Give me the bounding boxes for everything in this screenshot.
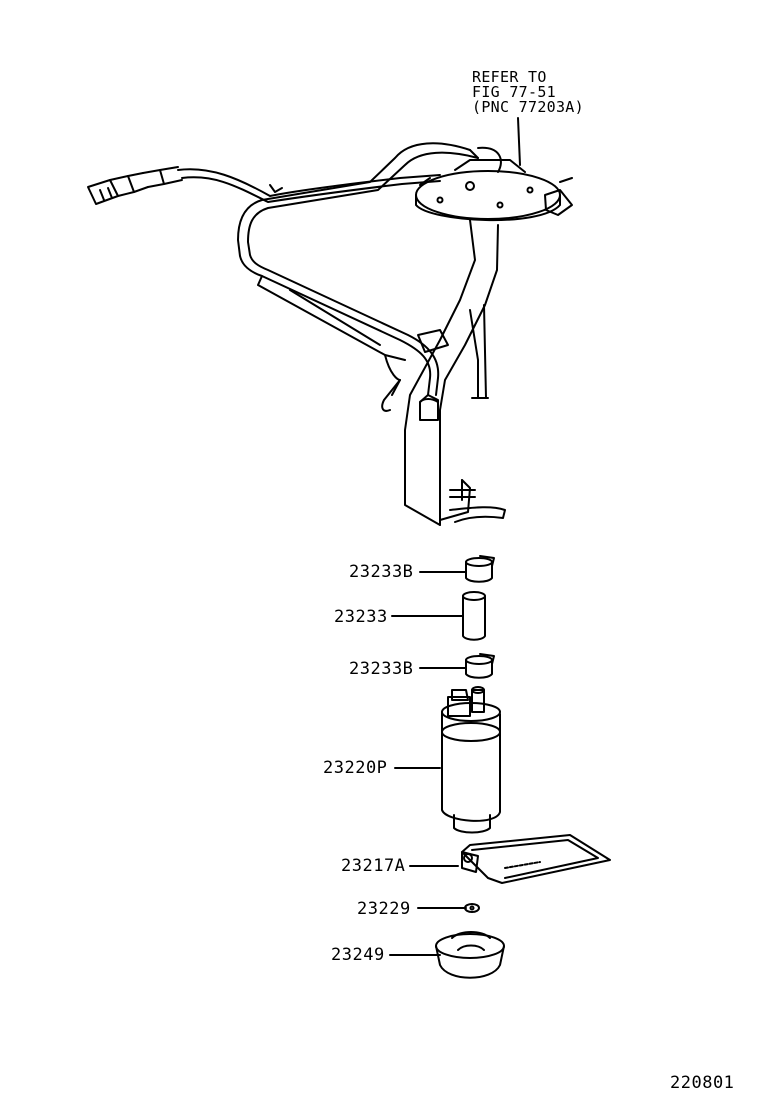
cushion-part [435, 931, 505, 979]
figure-id: 220801 [670, 1073, 735, 1093]
reference-note-line2: FIG 77-51 [472, 83, 556, 101]
retainer-lower-part [465, 653, 495, 679]
part-label-cushion: 23249 [331, 945, 385, 965]
wire-connector [87, 166, 183, 205]
fuel-pump-part [441, 686, 501, 834]
pump-bracket [404, 219, 506, 526]
part-label-filter: 23217A [341, 856, 406, 876]
hose-part [462, 591, 486, 641]
wire-harness [177, 168, 441, 203]
part-label-retainer-lower: 23233B [349, 659, 414, 679]
reference-note-line3: (PNC 77203A) [472, 98, 584, 116]
part-label-fuel-pump: 23220P [323, 758, 388, 778]
retainer-upper-part [465, 555, 495, 583]
flange-plate [415, 159, 573, 222]
reference-note-line1: REFER TO [472, 68, 547, 86]
part-label-hose: 23233 [334, 607, 388, 627]
part-label-retainer-upper: 23233B [349, 562, 414, 582]
filter-part [461, 834, 611, 884]
clip-part [464, 903, 480, 913]
part-label-clip: 23229 [357, 899, 411, 919]
reference-leader [517, 117, 521, 166]
leader-lines [389, 571, 467, 956]
fuel-tubes [237, 142, 502, 421]
